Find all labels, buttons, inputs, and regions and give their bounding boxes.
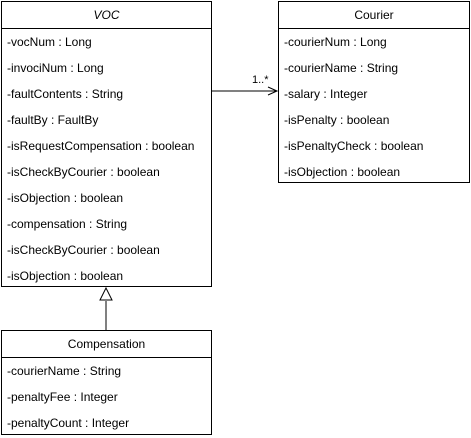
class-compensation-attribute: -penaltyCount : Integer <box>7 416 130 430</box>
class-voc-attribute: -invociNum : Long <box>7 61 104 75</box>
class-courier-attribute: -salary : Integer <box>284 87 368 101</box>
class-compensation-attribute: -penaltyFee : Integer <box>7 390 118 404</box>
class-compensation-title: Compensation <box>2 331 211 358</box>
class-voc-attribute: -vocNum : Long <box>7 35 92 49</box>
class-voc-title: VOC <box>2 2 211 29</box>
class-voc-attribute: -isObjection : boolean <box>7 191 124 205</box>
class-courier-attribute: -courierNum : Long <box>284 35 387 49</box>
class-voc-attribute: -faultBy : FaultBy <box>7 113 99 127</box>
class-courier-title: Courier <box>279 2 469 29</box>
class-courier-attribute: -isObjection : boolean <box>284 165 401 179</box>
hollow-triangle-icon <box>99 286 113 301</box>
class-voc-attribute: -compensation : String <box>7 217 128 231</box>
class-courier-attribute: -isPenaltyCheck : boolean <box>284 139 424 153</box>
open-arrowhead-icon <box>267 86 279 96</box>
association-multiplicity-label: 1..* <box>252 74 269 86</box>
class-voc[interactable]: VOC -vocNum : Long -invociNum : Long -fa… <box>1 1 212 287</box>
class-voc-attribute: -isObjection : boolean <box>7 269 124 283</box>
class-compensation[interactable]: Compensation -courierName : String -pena… <box>1 330 212 435</box>
class-courier-attribute: -isPenalty : boolean <box>284 113 390 127</box>
generalization-compensation-voc[interactable] <box>99 286 113 330</box>
class-compensation-attribute: -courierName : String <box>7 364 122 378</box>
class-courier-attribute: -courierName : String <box>284 61 399 75</box>
association-voc-courier[interactable] <box>212 86 279 96</box>
class-voc-attribute: -isCheckByCourier : boolean <box>7 243 160 257</box>
class-voc-attribute: -isCheckByCourier : boolean <box>7 165 160 179</box>
class-voc-attribute: -faultContents : String <box>7 87 124 101</box>
class-courier[interactable]: Courier -courierNum : Long -courierName … <box>278 1 470 183</box>
class-voc-attribute: -isRequestCompensation : boolean <box>7 139 195 153</box>
